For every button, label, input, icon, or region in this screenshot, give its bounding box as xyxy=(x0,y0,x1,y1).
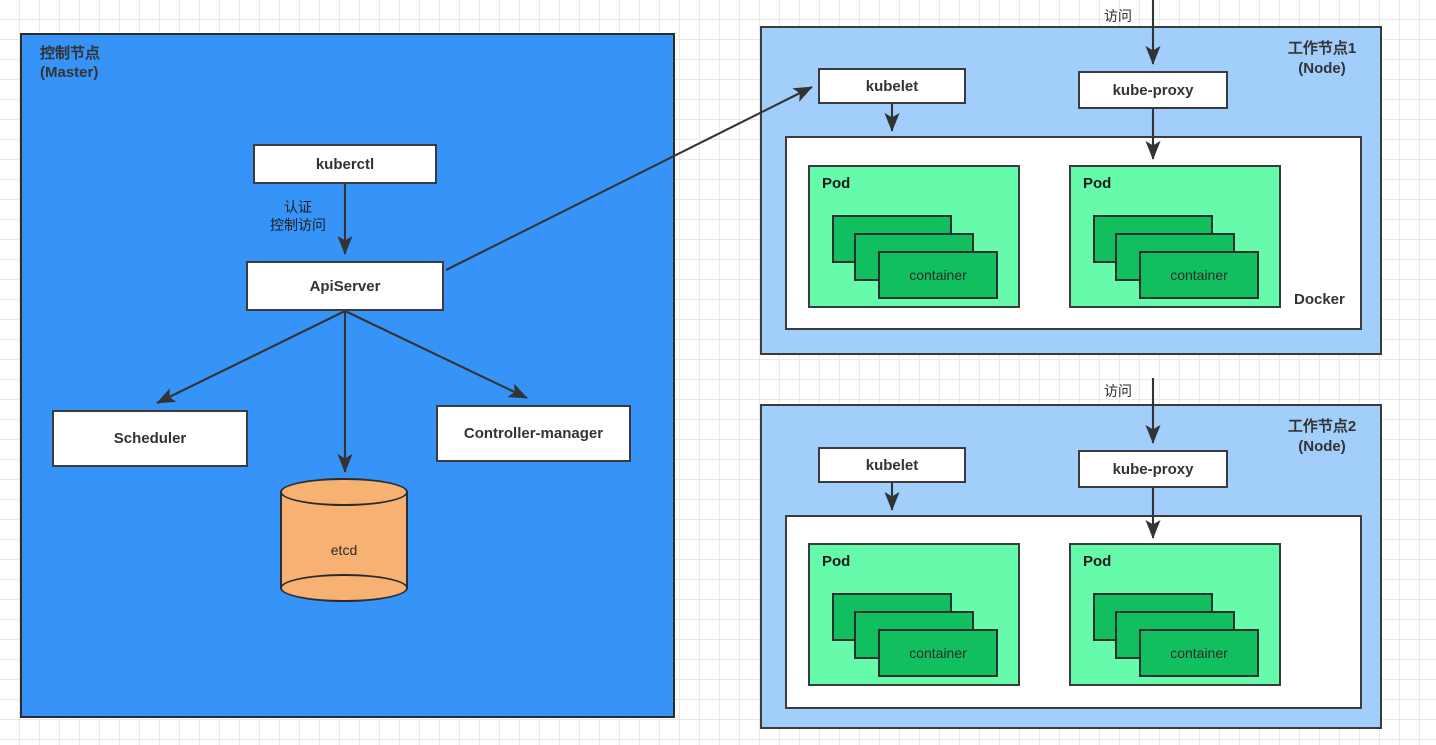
kuberctl-box[interactable]: kuberctl xyxy=(253,144,437,184)
pod-label: Pod xyxy=(822,553,851,570)
etcd-cylinder[interactable]: etcd xyxy=(280,478,408,602)
worker-node-1-pod-2[interactable]: Pod container container container xyxy=(1069,165,1281,308)
etcd-label: etcd xyxy=(330,541,358,558)
worker-node-1-label: 工作节点1 (Node) xyxy=(1287,40,1357,77)
pod-label: Pod xyxy=(1083,553,1112,570)
worker-node-1-pod-1[interactable]: Pod container container container xyxy=(808,165,1020,308)
pod-label: Pod xyxy=(1083,175,1112,192)
etcd-cylinder-top xyxy=(280,478,408,506)
worker-node-1-runtime-label: Docker xyxy=(1294,291,1345,308)
apiserver-box[interactable]: ApiServer xyxy=(246,261,444,311)
container-box[interactable]: container xyxy=(878,629,998,677)
scheduler-box[interactable]: Scheduler xyxy=(52,410,248,467)
worker-node-1-kubelet-box[interactable]: kubelet xyxy=(818,68,966,104)
worker-node-2-label: 工作节点2 (Node) xyxy=(1287,418,1357,455)
worker-node-2-pod-2[interactable]: Pod container container container xyxy=(1069,543,1281,686)
worker-node-2-kube-proxy-box[interactable]: kube-proxy xyxy=(1078,450,1228,488)
worker-node-2-kubelet-box[interactable]: kubelet xyxy=(818,447,966,483)
etcd-cylinder-bottom xyxy=(280,574,408,602)
worker-node-2-access-label: 访问 xyxy=(1104,383,1132,399)
worker-node-1-access-label: 访问 xyxy=(1104,8,1132,24)
controller-manager-box[interactable]: Controller-manager xyxy=(436,405,631,462)
container-box[interactable]: container xyxy=(878,251,998,299)
container-box[interactable]: container xyxy=(1139,629,1259,677)
pod-label: Pod xyxy=(822,175,851,192)
master-node-label: 控制节点 (Master) xyxy=(40,45,101,82)
worker-node-1-kube-proxy-box[interactable]: kube-proxy xyxy=(1078,71,1228,109)
worker-node-2-pod-1[interactable]: Pod container container container xyxy=(808,543,1020,686)
auth-edge-label: 认证 控制访问 xyxy=(270,199,326,233)
master-node-container[interactable] xyxy=(20,33,675,718)
etcd-cylinder-body xyxy=(280,492,408,588)
container-box[interactable]: container xyxy=(1139,251,1259,299)
